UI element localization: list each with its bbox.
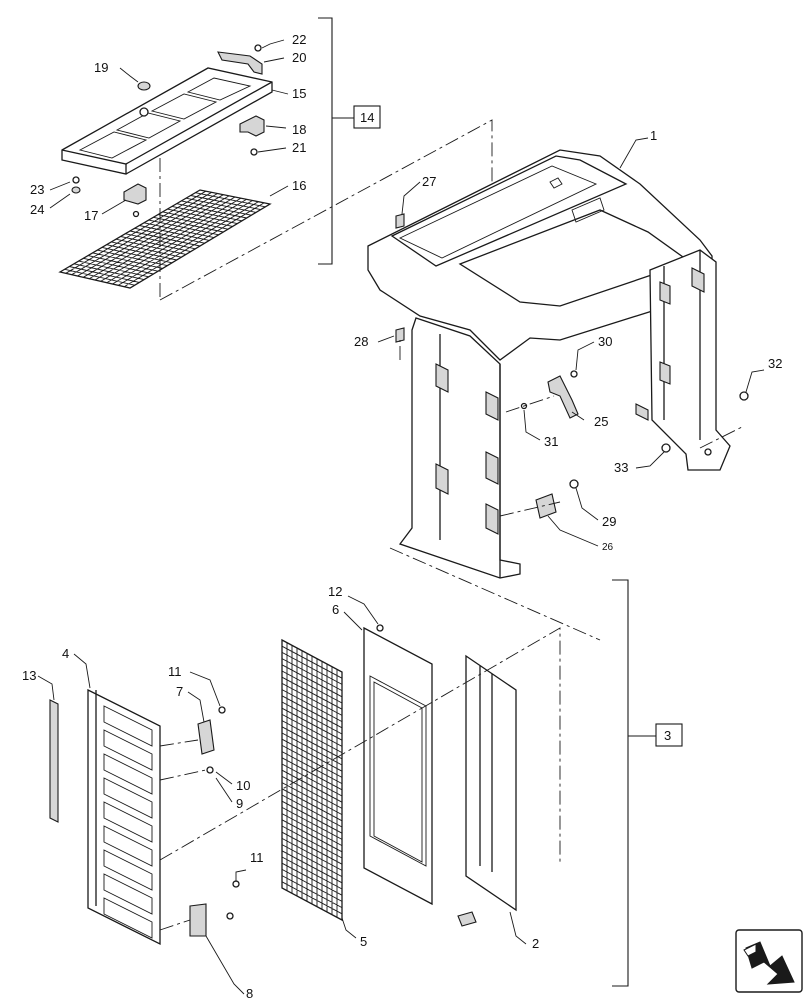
callout-labels: 1 2 3 4 5 6 7 8 9 10 11 11 12 13 14 15 1…: [22, 32, 782, 1000]
callout-4: 4: [62, 646, 69, 661]
callout-18: 18: [292, 122, 306, 137]
callout-33: 33: [614, 460, 628, 475]
filter-tray-assembly: [58, 44, 493, 301]
group-bracket-14: [318, 17, 333, 265]
callout-3: 3: [664, 728, 671, 743]
callout-31: 31: [544, 434, 558, 449]
callout-23: 23: [30, 182, 44, 197]
callout-5: 5: [360, 934, 367, 949]
callout-2: 2: [532, 936, 539, 951]
callout-1: 1: [650, 128, 657, 143]
callout-24: 24: [30, 202, 44, 217]
cab-frame-assembly: [367, 149, 749, 579]
callout-26: 26: [602, 542, 614, 553]
callout-7: 7: [176, 684, 183, 699]
callout-16: 16: [292, 178, 306, 193]
callout-25: 25: [594, 414, 608, 429]
door-assembly: [49, 547, 601, 946]
mesh-screen-5: [281, 638, 343, 922]
callout-6: 6: [332, 602, 339, 617]
callout-30: 30: [598, 334, 612, 349]
callout-8: 8: [246, 986, 253, 1000]
callout-19: 19: [94, 60, 108, 75]
callout-32: 32: [768, 356, 782, 371]
group-bracket-3: [612, 579, 629, 987]
callout-10: 10: [236, 778, 250, 793]
callout-12: 12: [328, 584, 342, 599]
callout-21: 21: [292, 140, 306, 155]
callout-22: 22: [292, 32, 306, 47]
callout-11-lower: 11: [250, 850, 264, 865]
callout-9: 9: [236, 796, 243, 811]
callout-17: 17: [84, 208, 98, 223]
callout-box-14: [353, 105, 381, 129]
callout-29: 29: [602, 514, 616, 529]
callout-11-upper: 11: [168, 664, 182, 679]
callout-13: 13: [22, 668, 36, 683]
mesh-screen-16: [58, 189, 272, 289]
callout-20: 20: [292, 50, 306, 65]
next-page-arrow-icon[interactable]: [735, 929, 803, 993]
leader-lines: [37, 39, 765, 995]
callout-27: 27: [422, 174, 436, 189]
callout-box-3: [655, 723, 683, 747]
callout-15: 15: [292, 86, 306, 101]
callout-28: 28: [354, 334, 368, 349]
callout-14: 14: [360, 110, 374, 125]
